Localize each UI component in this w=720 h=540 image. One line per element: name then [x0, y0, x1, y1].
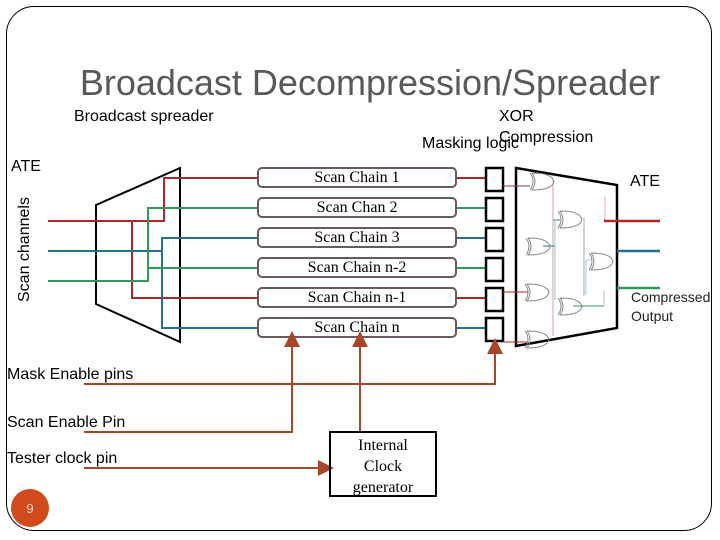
scan-chain-label-4: Scan Chain n-2 [307, 259, 407, 276]
xor-gate-icon [525, 237, 551, 256]
mask-cell-4 [484, 256, 505, 283]
slide-frame [6, 6, 712, 531]
clock-gen-line3: generator [352, 479, 414, 496]
clock-gen-line2: Clock [363, 458, 403, 475]
wire-red-chain1 [48, 177, 258, 222]
scan-chain-label-6: Scan Chain n [314, 319, 400, 336]
ate-right-label: ATE [630, 173, 660, 190]
scan-enable-line [84, 331, 300, 433]
scan-enable-label: Scan Enable Pin [7, 414, 126, 431]
compressed-label: Compressed [631, 289, 711, 305]
xor-gate-icon [524, 330, 550, 349]
mask-cell-2 [484, 196, 505, 223]
xor-gate-icon [557, 210, 583, 229]
wire-blue-chainn [161, 251, 258, 329]
xor-gate-icon [557, 297, 583, 316]
scan-chain-box-5 [257, 287, 457, 308]
broadcast-spreader-shape [95, 166, 181, 344]
xor-label: XOR [499, 108, 534, 125]
xor-compressor-shape [514, 166, 619, 348]
xor-gate-icon [529, 172, 555, 191]
scan-chain-box-3 [257, 227, 457, 248]
mask-enable-label: Mask Enable pins [7, 366, 134, 383]
tester-clock-label: Tester clock pin [7, 450, 118, 467]
xor-gate-icon [588, 252, 614, 271]
internal-clock-generator-box: Internal Clock generator [329, 431, 437, 497]
scan-chain-label-3: Scan Chain 3 [314, 229, 400, 246]
broadcast-spreader-label: Broadcast spreader [74, 108, 214, 125]
page-number-badge: 9 [11, 489, 49, 527]
scan-chain-label-2: Scan Chan 2 [316, 199, 398, 216]
mask-cell-3 [484, 226, 505, 253]
compression-label: Compression [499, 129, 594, 146]
xor-gate-icon [524, 283, 550, 302]
clock-gen-line1: Internal [358, 437, 408, 454]
scan-chain-box-2 [257, 197, 457, 218]
mask-cell-1 [484, 166, 505, 193]
mask-cell-5 [484, 286, 505, 313]
output-label: Output [631, 308, 674, 324]
slide-title: Broadcast Decompression/Spreader [79, 62, 661, 103]
wire-blue-chain3 [48, 237, 258, 252]
mask-enable-line [84, 338, 503, 385]
wire-red-chainn1 [131, 221, 258, 299]
ate-left-label: ATE [11, 158, 41, 175]
scan-chain-label-5: Scan Chain n-1 [307, 289, 407, 306]
scan-chain-box-1 [257, 167, 457, 188]
scan-chain-label-1: Scan Chain 1 [314, 169, 400, 186]
wire-green-chain2 [48, 207, 258, 282]
masking-logic-label: Masking logic [422, 135, 519, 152]
scan-chain-box-4 [257, 257, 457, 278]
mask-cell-6 [484, 316, 505, 343]
